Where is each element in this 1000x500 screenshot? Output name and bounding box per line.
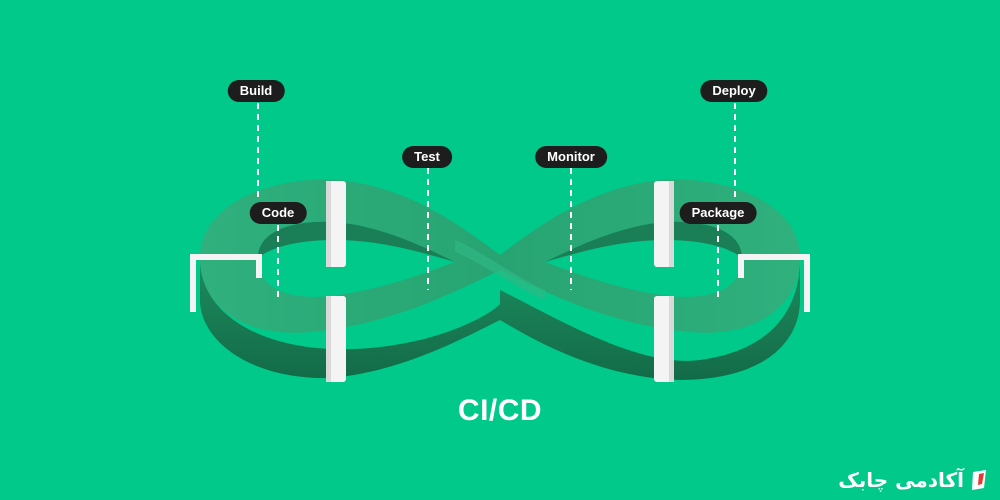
stage-label-test: Test [402,146,452,168]
stage-label-build: Build [227,80,285,102]
pipeline-markers [190,181,810,382]
loop-top-surface [200,179,800,333]
loop-side-walls [200,258,800,380]
brand-watermark: آکادمی چابک [838,468,990,492]
stage-label-code: Code [249,202,307,224]
stage-label-deploy: Deploy [700,80,768,102]
brand-name: آکادمی چابک [838,468,964,492]
label-connectors [257,103,736,302]
diagram-title: CI/CD [457,394,543,427]
stage-label-monitor: Monitor [535,146,607,168]
leaf-logo-icon [972,470,986,490]
stage-label-package: Package [679,202,757,224]
